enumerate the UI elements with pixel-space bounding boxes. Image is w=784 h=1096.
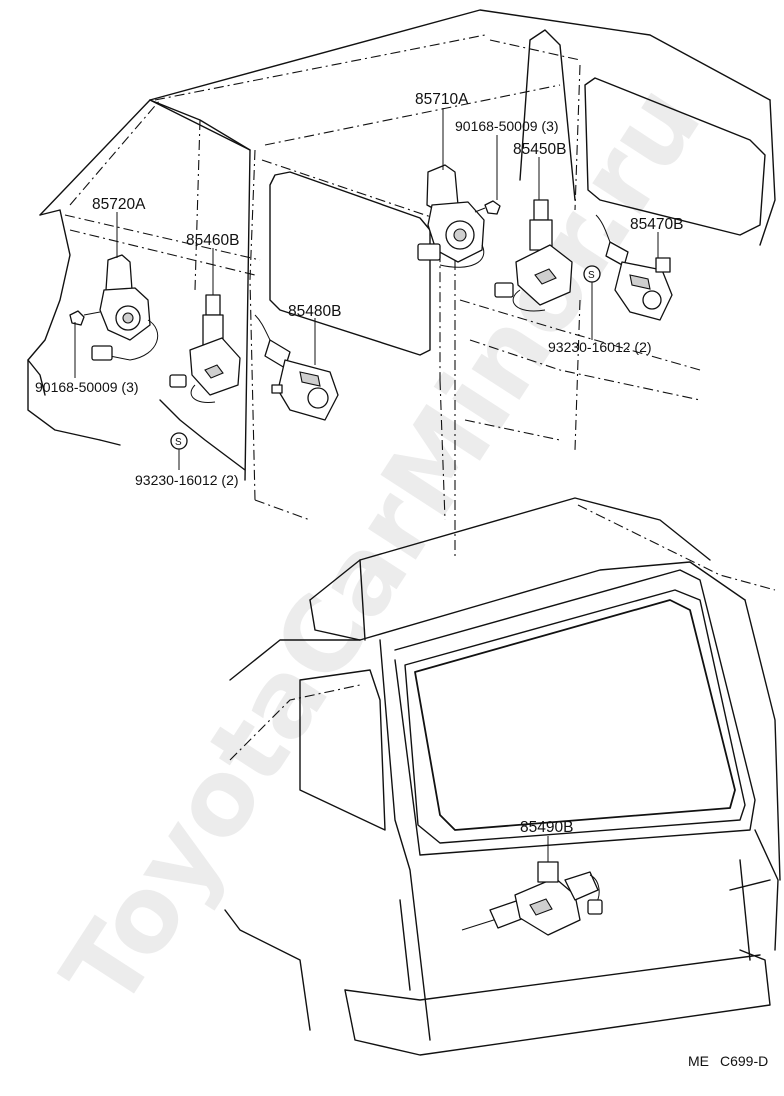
part-85480b-actuator: [254, 314, 339, 421]
svg-text:S: S: [588, 270, 595, 281]
s-symbol-right: S: [583, 265, 601, 283]
label-85490b: 85490B: [520, 819, 573, 836]
label-93230-right: 93230-16012 (2): [548, 339, 652, 355]
label-85470b: 85470B: [630, 216, 683, 233]
part-85460b-solenoid: [169, 294, 241, 404]
lower-vehicle-outline: [224, 497, 781, 1056]
reference-code: ME C699-D: [688, 1053, 768, 1069]
part-85720a-motor: [69, 254, 159, 361]
part-85710a-motor: [417, 164, 501, 268]
label-85460b: 85460B: [186, 232, 239, 249]
label-85480b: 85480B: [288, 303, 341, 320]
label-90168-top: 90168-50009 (3): [455, 118, 559, 134]
label-85720a: 85720A: [92, 196, 146, 213]
label-93230-left: 93230-16012 (2): [135, 472, 239, 488]
svg-text:S: S: [175, 437, 182, 448]
part-85470b-actuator: [595, 214, 673, 321]
label-85710a: 85710A: [415, 91, 469, 108]
ref-code-right: C699-D: [720, 1053, 768, 1069]
leader-lines: [74, 108, 659, 862]
ref-code-left: ME: [688, 1053, 709, 1069]
part-85450b-solenoid: [494, 199, 573, 312]
part-85490b-lock: [461, 861, 603, 936]
label-90168-left: 90168-50009 (3): [35, 379, 139, 395]
s-symbol-left: S: [170, 432, 188, 450]
label-85450b: 85450B: [513, 141, 566, 158]
upper-vehicle-outline: [27, 9, 776, 560]
part-labels: 85710A 90168-50009 (3) 85450B 85470B 932…: [35, 91, 683, 836]
